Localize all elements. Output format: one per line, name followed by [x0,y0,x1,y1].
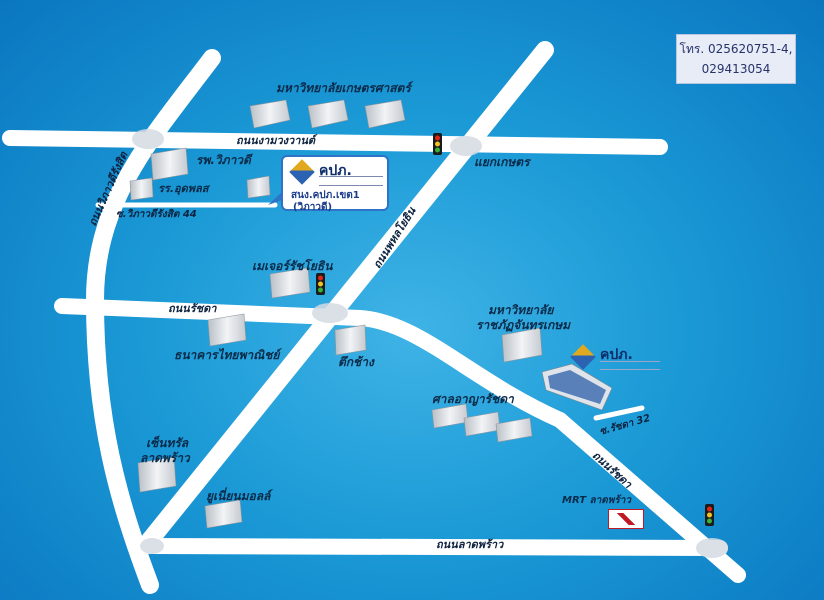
building-icon [495,417,533,443]
hq-building-icon [541,363,613,411]
building-icon [269,267,311,299]
hq-logo-subtitle-lines [600,361,660,370]
building-icon [334,324,367,356]
traffic-light-icon [433,133,442,155]
road-lat-phrao [142,538,728,556]
hq-logo: คปภ. [566,342,666,376]
branch-name-line-2: (วิภาวดี) [293,202,333,213]
landmark-mrt-lat-phrao: MRT ลาดพร้าว [562,495,631,506]
landmark-central-line-1: เซ็นทรัล [146,436,189,450]
landmark-kasetsart-university: มหาวิทยาลัยเกษตรศาสตร์ [276,81,411,95]
hq-logo-text: คปภ. [600,347,633,363]
mrt-sign-icon [608,509,644,529]
branch-name-line-1: สนง.คปภ.เขต1 [291,190,360,201]
intersection-4 [696,538,728,558]
building-icon [501,327,543,363]
landmark-rajabhat-line-1: มหาวิทยาลัย [488,303,554,317]
logo-diamond-icon [570,344,596,370]
landmark-major-ratchayothin: เมเจอร์รัชโยธิน [252,259,333,273]
road-phahonyothin [141,41,554,549]
logo-subtitle-lines [319,176,383,186]
landmark-central-line-2: ลาดพร้าว [140,451,190,465]
road-label-ngam-wong-wan: ถนนงามวงวานต์ [236,134,316,147]
road-soi-ratchada-32 [593,405,645,421]
building-icon [307,99,349,129]
branch-logo-text: คปภ. [319,163,352,179]
branch-office-callout[interactable]: คปภ. สนง.คปภ.เขต1 (วิภาวดี) [281,155,389,213]
road-label-soi-vibhavadi-44: ซ.วิภาวดีรังสิต 44 [116,209,197,220]
landmark-vibhavadi-hospital: รพ.วิภาวดี [196,153,251,167]
building-icon [463,411,501,437]
road-ngam-wong-wan [2,130,668,155]
building-icon [364,99,406,129]
contact-box: โทร. 025620751-4, 029413054 [676,34,796,84]
building-icon [207,313,247,347]
intersection-3 [312,303,348,323]
building-icon [249,99,291,129]
building-icon [246,175,271,199]
landmark-school: รร.อุดพลส [158,182,209,195]
office-pointer [268,192,282,205]
landmark-criminal-court: ศาลอาญารัชดา [432,392,514,406]
intersection-5 [140,538,164,554]
junction-label-kaset: แยกเกษตร [474,155,530,169]
road-ratchada [54,298,568,428]
intersection-2 [450,136,482,156]
landmark-thai-bank: ธนาคารไทยพาณิชย์ [174,348,280,362]
traffic-light-icon [316,273,325,295]
building-icon [129,177,154,201]
building-icon [431,403,469,429]
phone-line-1: โทร. 025620751-4, [679,42,793,56]
intersection-1 [132,129,164,149]
building-icon [137,456,177,493]
landmark-rajabhat-line-2: ราชภัฏจันทรเกษม [476,318,571,332]
phone-line-2: 029413054 [701,62,771,76]
building-icon [204,499,243,529]
landmark-tuk-chang: ตึกช้าง [338,355,374,369]
landmark-union-mall: ยูเนี่ยนมอลล์ [206,489,271,503]
road-label-lat-phrao: ถนนลาดพร้าว [436,538,504,551]
traffic-light-icon [705,504,714,526]
logo-diamond-icon [289,159,315,185]
road-label-ratchada: ถนนรัชดา [168,302,217,315]
building-icon [150,147,189,181]
